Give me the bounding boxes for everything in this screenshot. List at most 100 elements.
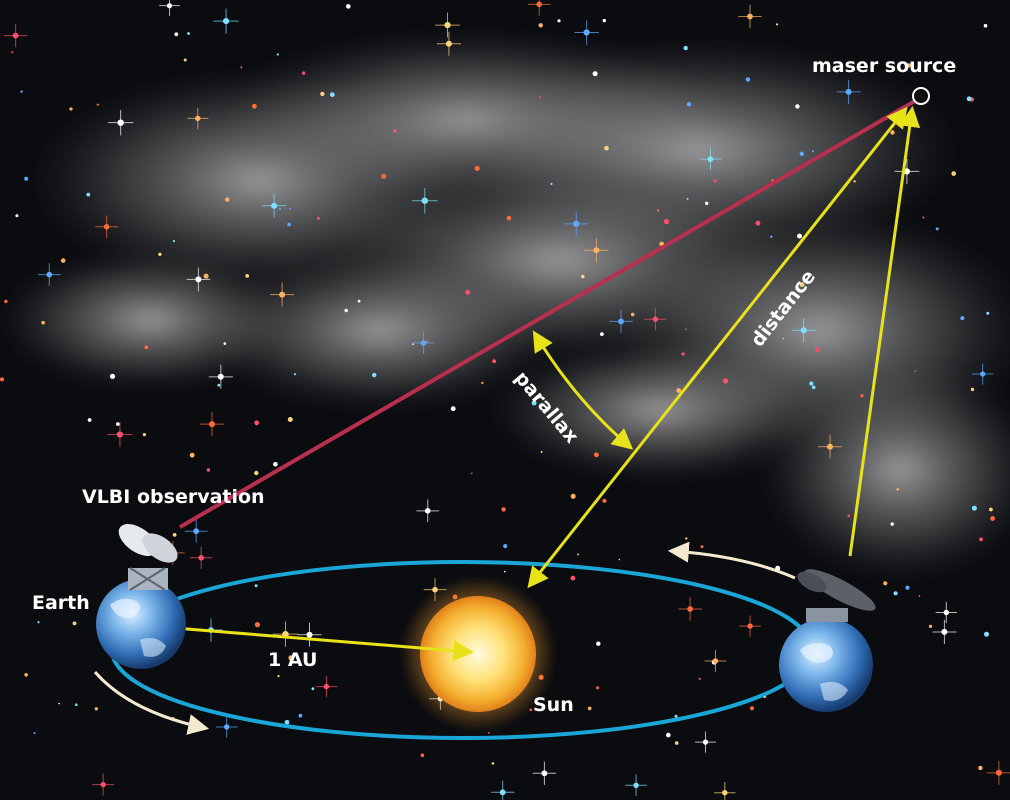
- star: [663, 218, 670, 225]
- star: [570, 575, 576, 581]
- star: [700, 545, 704, 549]
- star: [594, 452, 599, 458]
- star: [674, 714, 678, 718]
- star-sparkle: [215, 716, 238, 738]
- vlbi-observation-label: VLBI observation: [82, 486, 265, 508]
- star: [320, 91, 325, 97]
- star: [604, 145, 609, 151]
- earth-globe-icon: [96, 579, 186, 669]
- star: [978, 765, 983, 771]
- star: [797, 233, 802, 239]
- star: [344, 308, 348, 313]
- star: [69, 107, 73, 111]
- star: [189, 452, 195, 458]
- star-sparkle: [678, 597, 702, 621]
- star: [158, 252, 162, 256]
- star: [922, 216, 925, 219]
- star-sparkle: [416, 499, 440, 523]
- star: [287, 417, 293, 422]
- star: [277, 675, 280, 678]
- star: [254, 622, 260, 628]
- star-sparkle: [435, 12, 460, 38]
- star: [713, 179, 717, 183]
- star: [935, 227, 939, 231]
- star: [0, 377, 4, 382]
- star: [465, 289, 471, 295]
- star: [966, 96, 972, 102]
- star: [37, 621, 40, 624]
- star: [577, 553, 579, 556]
- star: [540, 450, 543, 453]
- star-sparkle: [625, 774, 647, 797]
- star: [217, 383, 221, 387]
- star: [847, 514, 851, 518]
- star: [893, 591, 898, 596]
- au-arrow: [145, 616, 475, 662]
- star-sparkle: [95, 215, 118, 239]
- au-label: 1 AU: [268, 649, 317, 671]
- star: [240, 66, 243, 69]
- star: [782, 337, 785, 340]
- star: [683, 45, 688, 51]
- star: [4, 299, 8, 304]
- star: [183, 58, 187, 62]
- star: [618, 558, 621, 561]
- star-sparkle: [107, 109, 134, 136]
- star: [989, 507, 993, 512]
- star: [223, 342, 227, 345]
- star: [357, 299, 361, 303]
- star-sparkle: [932, 619, 957, 644]
- star: [174, 32, 179, 37]
- star: [745, 77, 751, 82]
- star: [470, 472, 473, 475]
- star-sparkle: [315, 675, 338, 698]
- radio-telescope-icon: [118, 524, 178, 591]
- star-sparkle: [38, 263, 61, 286]
- star: [990, 516, 995, 521]
- star: [276, 53, 279, 56]
- star: [187, 32, 191, 35]
- earth-globe-icon-right: [779, 618, 873, 712]
- star: [503, 570, 506, 573]
- star-sparkle: [704, 650, 727, 672]
- star: [225, 197, 230, 202]
- star: [96, 103, 99, 106]
- star: [329, 92, 335, 98]
- star: [24, 673, 28, 677]
- star-sparkle: [436, 31, 462, 56]
- star: [346, 4, 351, 9]
- orbit-motion-arrow-left: [93, 671, 210, 735]
- star: [86, 192, 91, 197]
- star: [815, 347, 820, 353]
- star-sparkle: [527, 0, 551, 16]
- star-sparkle: [738, 4, 762, 29]
- star: [960, 316, 965, 321]
- star: [971, 505, 977, 511]
- star: [279, 207, 281, 210]
- star: [273, 462, 278, 467]
- star: [206, 468, 211, 472]
- star-sparkle: [270, 282, 295, 307]
- star: [284, 719, 290, 725]
- star: [381, 173, 387, 179]
- star-sparkle: [187, 107, 209, 129]
- star: [602, 18, 606, 23]
- star: [776, 23, 779, 26]
- star: [914, 486, 917, 489]
- star-sparkle: [159, 0, 180, 17]
- star: [596, 686, 599, 690]
- star-sparkle: [3, 23, 28, 48]
- star: [289, 207, 292, 210]
- maser-source-label: maser source: [812, 55, 956, 77]
- star: [722, 378, 729, 384]
- star: [674, 741, 679, 745]
- star: [372, 372, 377, 378]
- radio-telescope-icon-right: [797, 569, 876, 622]
- star: [492, 359, 496, 364]
- star: [905, 585, 910, 590]
- star-sparkle: [199, 412, 225, 437]
- star: [420, 753, 425, 758]
- star: [58, 702, 60, 705]
- star: [592, 71, 598, 77]
- star: [698, 677, 701, 680]
